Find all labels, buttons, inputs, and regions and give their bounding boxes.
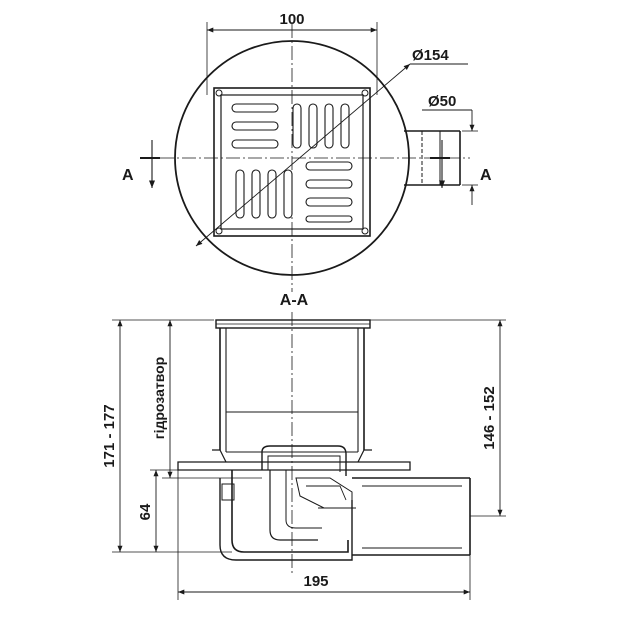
section-mark-left: A [122,167,134,184]
dim-total-length-label: 195 [303,573,328,590]
dim-outlet-height-label: 64 [137,503,154,520]
water-seal-label: гідрозатвор [151,357,167,439]
dim-total-height-label: 171 - 177 [101,404,118,467]
section-title: A-A [280,292,309,309]
section-view: A-A [101,292,506,600]
dim-width-label: 100 [279,11,304,28]
dim-outlet-diameter-label: Ø50 [428,93,456,110]
section-mark-right: A [480,167,492,184]
dim-body-height-label: 146 - 152 [481,386,498,449]
top-view: 100 Ø154 Ø50 A A [122,11,492,292]
dim-outer-diameter-label: Ø154 [412,47,449,64]
